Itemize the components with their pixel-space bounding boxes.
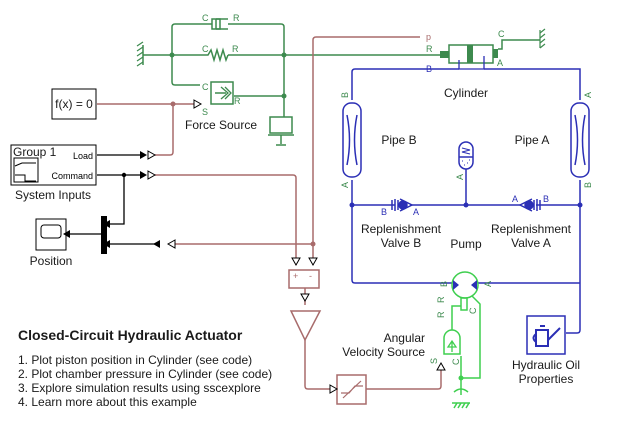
- signal-network: [70, 154, 160, 245]
- spring-block[interactable]: [203, 47, 229, 63]
- position-scope-block[interactable]: [35, 218, 67, 251]
- valve-a-label-line1: Replenishment: [491, 222, 572, 236]
- svg-text:R: R: [436, 296, 446, 303]
- svg-text:R: R: [233, 13, 240, 23]
- command-port-label: Command: [51, 171, 93, 181]
- svg-text:S: S: [202, 107, 208, 117]
- junction-dot: [170, 101, 176, 107]
- pipe-a-label: Pipe A: [515, 133, 550, 147]
- svg-text:A: A: [340, 182, 350, 188]
- junction-dot: [458, 375, 464, 381]
- accumulator-block[interactable]: [458, 141, 474, 170]
- force-source-label: Force Source: [185, 118, 257, 132]
- svg-text:C: C: [202, 13, 209, 23]
- solver-configuration-block[interactable]: f(x) = 0: [51, 88, 97, 120]
- svg-text:A: A: [512, 194, 518, 204]
- junction-dot: [310, 241, 316, 247]
- replenishment-valve-a-block[interactable]: [518, 198, 541, 212]
- svg-text:C: C: [468, 307, 478, 314]
- force-source-block[interactable]: [210, 81, 234, 105]
- rotated-port-labels: B A A B A B A R R C C S: [340, 92, 593, 365]
- mechanical-port-labels: C R C R C R S R C A: [202, 13, 505, 117]
- svg-text:R: R: [436, 311, 446, 318]
- svg-text:A: A: [455, 174, 465, 180]
- annotation-link-sscexplore[interactable]: 3. Explore simulation results using ssce…: [18, 381, 261, 395]
- valve-b-label-line2: Valve B: [381, 236, 421, 250]
- system-inputs-block[interactable]: Group 1 Load Command: [10, 144, 97, 186]
- b-port-label: B: [426, 64, 432, 74]
- minus-port: -: [309, 271, 312, 281]
- mechanical-network: [136, 23, 540, 118]
- model-title: Closed-Circuit Hydraulic Actuator: [18, 327, 243, 343]
- svg-text:R: R: [234, 96, 241, 106]
- hydraulic-oil-properties-block[interactable]: [526, 315, 566, 355]
- pump-label: Pump: [450, 237, 482, 251]
- mux-block[interactable]: [101, 216, 107, 254]
- svg-text:B: B: [583, 182, 593, 188]
- load-port-label: Load: [73, 151, 93, 161]
- hydraulic-network: [351, 68, 581, 334]
- svg-text:A: A: [583, 92, 593, 98]
- solver-label: f(x) = 0: [55, 97, 93, 111]
- svg-text:C: C: [202, 44, 209, 54]
- connection-ports: [147, 99, 446, 394]
- angular-velocity-label-line1: Angular: [384, 331, 425, 345]
- svg-text:R: R: [426, 44, 433, 54]
- junction-dot: [281, 93, 287, 99]
- annotation-link-plot-position[interactable]: 1. Plot piston position in Cylinder (see…: [18, 353, 253, 367]
- svg-text:B: B: [439, 281, 449, 287]
- ground-right-icon: [539, 28, 546, 49]
- junction-dot: [121, 172, 127, 178]
- cylinder-block[interactable]: [440, 44, 498, 70]
- position-label: Position: [30, 254, 73, 268]
- system-inputs-label: System Inputs: [15, 188, 91, 202]
- hydraulic-oil-label-line2: Properties: [519, 372, 574, 386]
- svg-text:A: A: [413, 207, 419, 217]
- hydraulic-oil-label-line1: Hydraulic Oil: [512, 358, 580, 372]
- pump-port-arrows: [453, 280, 477, 290]
- annotation-panel: Closed-Circuit Hydraulic Actuator 1. Plo…: [18, 327, 272, 409]
- junction-dot: [349, 202, 355, 208]
- group-label: Group 1: [13, 145, 57, 159]
- svg-text:B: B: [543, 194, 549, 204]
- plus-port: +: [293, 271, 298, 281]
- angular-velocity-label-line2: Velocity Source: [342, 345, 425, 359]
- svg-text:S: S: [429, 358, 439, 364]
- junction-dot: [169, 52, 175, 58]
- annotation-link-learn-more[interactable]: 4. Learn more about this example: [18, 395, 197, 409]
- angular-velocity-source-icon: [446, 339, 458, 352]
- svg-text:A: A: [497, 58, 503, 68]
- svg-text:B: B: [340, 92, 350, 98]
- junction-dot: [281, 52, 287, 58]
- p-port-label: p: [426, 32, 431, 42]
- svg-text:C: C: [498, 29, 505, 39]
- svg-text:C: C: [202, 82, 209, 92]
- hydraulic-port-labels: B A A B: [381, 194, 549, 217]
- pipe-b-label: Pipe B: [381, 133, 416, 147]
- pipe-a-block[interactable]: [570, 102, 590, 178]
- cylinder-label: Cylinder: [444, 86, 488, 100]
- junction-dot: [463, 202, 469, 208]
- pipe-b-block[interactable]: [342, 102, 362, 178]
- svg-text:B: B: [381, 207, 387, 217]
- valve-b-label-line1: Replenishment: [361, 222, 442, 236]
- mass-block[interactable]: [268, 116, 294, 146]
- junction-dot: [577, 202, 583, 208]
- damper-block[interactable]: [200, 18, 228, 30]
- svg-text:R: R: [232, 44, 239, 54]
- replenishment-valve-b-block[interactable]: [391, 198, 414, 212]
- valve-a-label-line2: Valve A: [511, 236, 551, 250]
- svg-text:C: C: [451, 358, 461, 365]
- svg-text:A: A: [483, 281, 493, 287]
- rotational-network: [443, 271, 481, 409]
- signal-arrows: [63, 151, 160, 248]
- annotation-link-plot-pressure[interactable]: 2. Plot chamber pressure in Cylinder (se…: [18, 367, 273, 381]
